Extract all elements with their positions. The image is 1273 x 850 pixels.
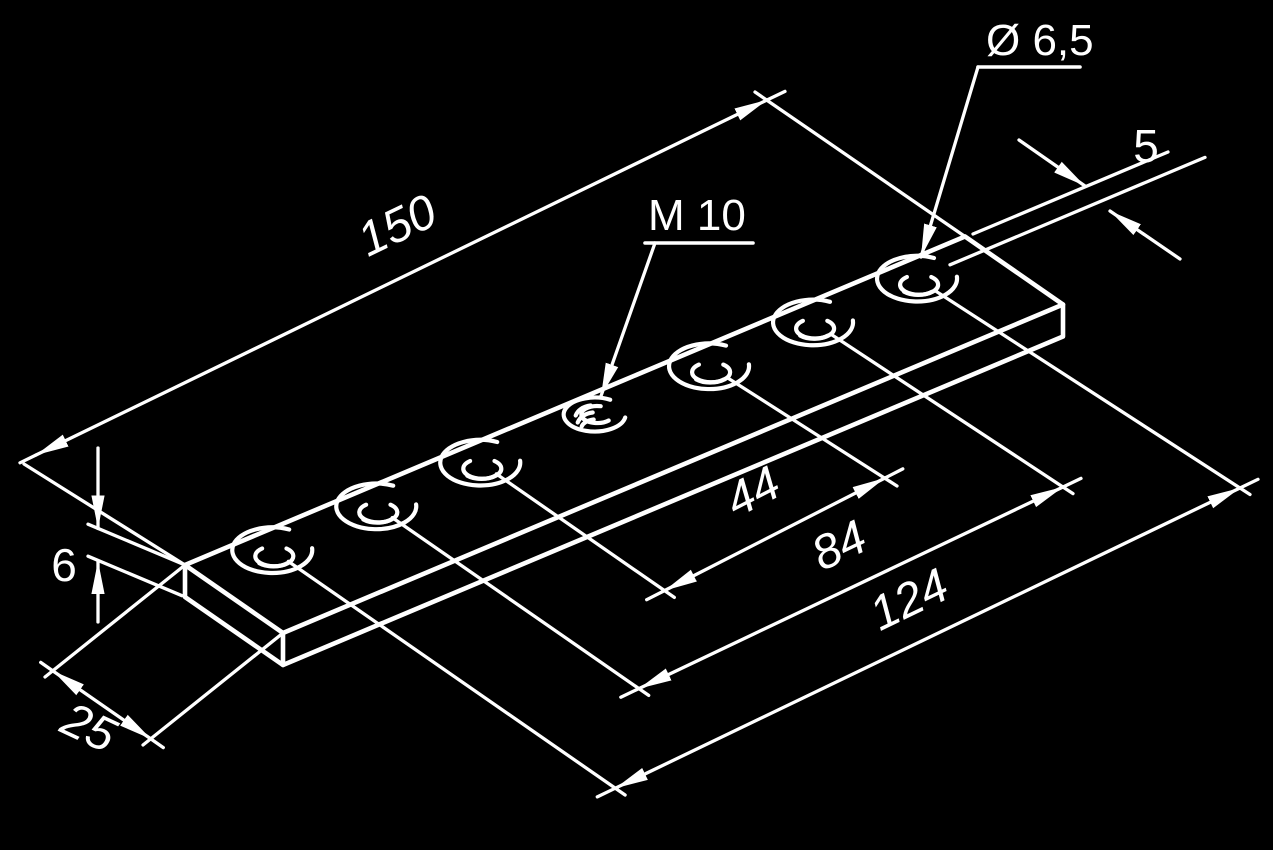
countersunk-hole-6 [877,256,957,302]
extension-line [286,559,627,797]
dimension-line [613,486,1242,790]
dimension-line [34,98,769,457]
countersunk-hole-2 [336,484,416,530]
leader-line [919,65,980,259]
dimension-text-150: 150 [350,185,445,268]
callout-text-m10: M 10 [648,191,746,240]
extension-line [43,563,187,679]
countersunk-hole-5 [773,300,853,346]
extension-line [141,631,285,747]
countersunk-hole-1 [232,527,312,573]
extension-line [86,522,184,566]
extension-line [829,332,1075,496]
extension-line [948,155,1207,267]
extension-line [971,150,1170,236]
dimension-hole-row-offset: 5 [948,120,1207,267]
dimension-line-tail [883,467,905,480]
dimension-line-tail [39,660,55,673]
dimension-line-tail [765,89,787,102]
dimension-line-tail [1238,477,1260,490]
dimension-text-6: 6 [51,539,77,591]
dimension-arrow-line [1017,138,1087,188]
dimension-spacing-124: 124 [286,288,1260,799]
dimension-text-5: 5 [1133,120,1159,172]
dimension-line-tail [619,686,641,699]
dimension-overall-length: 150 [18,89,967,567]
plate-left-end-face [182,562,286,668]
threaded-hole-m10 [564,398,626,432]
extension-line [933,288,1252,497]
dimension-line-tail [149,737,165,750]
dimension-line [51,669,153,741]
extension-line [494,472,676,600]
extension-line [22,462,187,567]
dimension-arrow-line [1108,209,1182,261]
dimension-line-tail [18,453,38,465]
leader-line [599,241,657,398]
dimension-text-44: 44 [717,456,789,527]
dimension-text-84: 84 [804,511,875,582]
extension-line [753,90,967,239]
dimension-line-tail [645,588,667,602]
dimension-text-124: 124 [862,559,957,641]
callout-hole-diameter: Ø 6,5 [919,16,1094,259]
callout-text-diameter: Ø 6,5 [986,16,1094,65]
dimension-line-tail [1061,476,1083,489]
dimension-width: 25 [39,563,285,763]
extension-line [86,554,184,598]
dimension-line-tail [595,786,617,799]
plate-front-face [280,302,1066,668]
dimension-thickness: 6 [51,446,184,624]
extension-line [390,515,651,698]
extension-line [725,375,899,488]
callout-thread-m10: M 10 [599,191,755,398]
dimension-text-25: 25 [52,692,124,763]
countersunk-hole-3 [440,440,520,486]
